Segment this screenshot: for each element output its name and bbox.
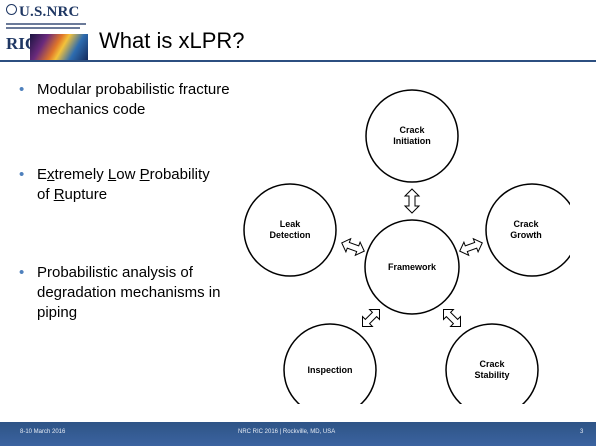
crack-initiation-circle <box>365 89 459 183</box>
node-label-line: Detection <box>269 230 311 240</box>
double-arrow-icon <box>341 237 365 257</box>
node-label-line: Initiation <box>393 136 431 146</box>
xlpr-module-diagram: Framework Crack Initiation Crack Growth … <box>230 84 570 404</box>
logo-fineprint-line <box>6 23 86 25</box>
node-label-line: Crack <box>513 219 539 229</box>
ric-wordmark: RIC <box>6 34 38 53</box>
bullet-line: Modular probabilistic fracture <box>37 81 230 98</box>
nrc-seal-icon <box>6 4 17 15</box>
ric-banner-image <box>30 34 88 60</box>
nrc-logo: U.S.NRC RIC <box>6 4 92 60</box>
node-label-line: Crack <box>479 359 505 369</box>
node-label-line: Leak <box>279 219 301 229</box>
footer-date: 8-10 March 2016 <box>20 429 66 435</box>
double-arrow-icon <box>459 237 483 257</box>
bullet-line: Probabilistic analysis of <box>37 264 193 281</box>
logo-fineprint-line <box>6 27 80 29</box>
bullet-icon: • <box>19 166 25 183</box>
slide-footer: 8-10 March 2016 NRC RIC 2016 | Rockville… <box>0 422 596 446</box>
node-label-line: Growth <box>510 230 542 240</box>
diagram-canvas <box>243 89 570 404</box>
title-divider <box>0 60 596 62</box>
node-label-line: Stability <box>474 370 510 380</box>
crack-growth-label: Crack Growth <box>482 219 570 241</box>
slide-title: What is xLPR? <box>99 28 245 53</box>
bullet-line: Extremely Low Probability <box>37 166 210 183</box>
crack-initiation-label: Crack Initiation <box>362 125 462 147</box>
framework-label: Framework <box>387 262 437 272</box>
framework-circle <box>364 219 460 315</box>
crack-stability-circle <box>445 323 539 404</box>
crack-growth-circle <box>485 183 570 277</box>
bullet-icon: • <box>19 264 25 281</box>
double-arrow-icon <box>403 188 421 214</box>
footer-event: NRC RIC 2016 | Rockville, MD, USA <box>238 429 336 435</box>
page-number: 3 <box>580 429 584 435</box>
leak-detection-label: Leak Detection <box>240 219 340 241</box>
inspection-circle <box>283 323 377 404</box>
double-arrow-icon <box>362 309 380 327</box>
double-arrow-icon <box>443 309 461 327</box>
node-label-line: Inspection <box>307 365 353 375</box>
leak-detection-circle <box>243 183 337 277</box>
bullet-line: piping <box>37 304 78 321</box>
bullet-line: degradation mechanisms in <box>37 284 221 301</box>
inspection-label: Inspection <box>280 365 380 376</box>
bullet-icon: • <box>19 81 25 98</box>
nrc-wordmark: U.S.NRC <box>6 4 80 21</box>
crack-stability-label: Crack Stability <box>442 359 542 381</box>
bullet-line: mechanics code <box>37 101 146 118</box>
bullet-line: of Rupture <box>37 186 108 203</box>
org-name: U.S.NRC <box>19 4 80 20</box>
node-label-line: Crack <box>399 125 425 135</box>
